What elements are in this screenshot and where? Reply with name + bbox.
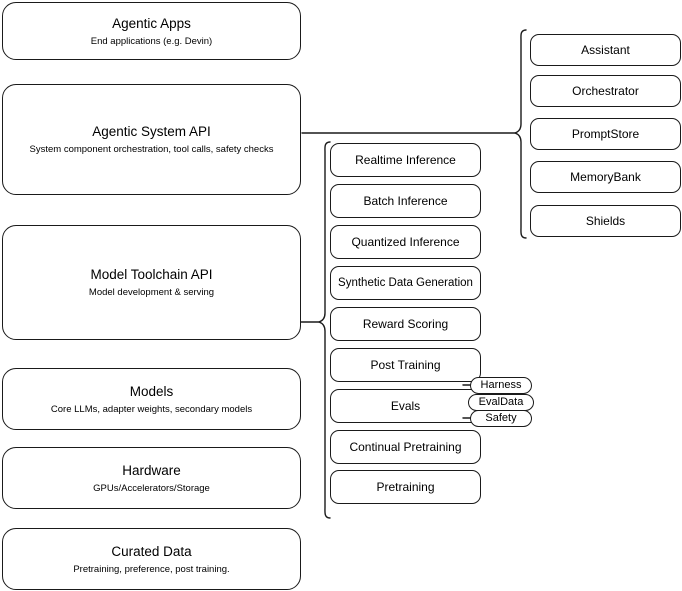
capability-pretraining[interactable]: Pretraining <box>330 470 481 504</box>
capability-quantized-inference[interactable]: Quantized Inference <box>330 225 481 259</box>
layer-models[interactable]: Models Core LLMs, adapter weights, secon… <box>2 368 301 430</box>
brace-system-components <box>514 29 527 239</box>
layer-agentic-apps[interactable]: Agentic Apps End applications (e.g. Devi… <box>2 2 301 60</box>
capability-realtime-inference[interactable]: Realtime Inference <box>330 143 481 177</box>
layer-subtitle: End applications (e.g. Devin) <box>90 35 213 47</box>
capability-label: Reward Scoring <box>362 316 449 331</box>
layer-title: Curated Data <box>111 543 192 559</box>
layer-title: Agentic Apps <box>112 15 191 31</box>
layer-subtitle: GPUs/Accelerators/Storage <box>93 482 210 494</box>
layer-title: Model Toolchain API <box>90 267 213 282</box>
capability-label: Quantized Inference <box>351 234 460 249</box>
component-assistant[interactable]: Assistant <box>530 34 681 66</box>
capability-batch-inference[interactable]: Batch Inference <box>330 184 481 218</box>
eval-pill-safety[interactable]: Safety <box>470 410 532 427</box>
capability-synthetic-data-generation[interactable]: Synthetic Data Generation <box>330 266 481 300</box>
capability-post-training[interactable]: Post Training <box>330 348 481 382</box>
eval-pill-label: Harness <box>480 379 522 391</box>
component-memorybank[interactable]: MemoryBank <box>530 161 681 193</box>
component-promptstore[interactable]: PromptStore <box>530 118 681 150</box>
component-label: MemoryBank <box>570 169 641 184</box>
component-label: Shields <box>585 213 626 228</box>
capability-label: Continual Pretraining <box>349 439 462 454</box>
layer-curated-data[interactable]: Curated Data Pretraining, preference, po… <box>2 528 301 590</box>
capability-label: Evals <box>390 398 421 413</box>
capability-label: Synthetic Data Generation <box>338 276 473 289</box>
component-label: PromptStore <box>571 126 640 141</box>
layer-subtitle: Pretraining, preference, post training. <box>73 563 230 575</box>
layer-title: Agentic System API <box>92 124 211 139</box>
layer-title: Hardware <box>122 462 181 478</box>
layer-agentic-system-api[interactable]: Agentic System API System component orch… <box>2 84 301 195</box>
layer-title: Models <box>129 383 174 399</box>
capability-continual-pretraining[interactable]: Continual Pretraining <box>330 430 481 464</box>
layer-subtitle: Core LLMs, adapter weights, secondary mo… <box>50 403 253 415</box>
capability-label: Realtime Inference <box>355 152 456 167</box>
component-label: Orchestrator <box>572 83 639 98</box>
layer-subtitle: Model development & serving <box>88 287 215 298</box>
capability-evals[interactable]: Evals <box>330 389 481 423</box>
component-shields[interactable]: Shields <box>530 205 681 237</box>
eval-pill-evaldata[interactable]: EvalData <box>468 394 534 411</box>
eval-pill-label: EvalData <box>478 396 524 408</box>
capability-label: Post Training <box>370 357 441 372</box>
layer-subtitle: System component orchestration, tool cal… <box>29 144 274 155</box>
layer-hardware[interactable]: Hardware GPUs/Accelerators/Storage <box>2 447 301 509</box>
layer-model-toolchain-api[interactable]: Model Toolchain API Model development & … <box>2 225 301 340</box>
eval-pill-label: Safety <box>485 412 517 424</box>
capability-label: Batch Inference <box>363 193 448 208</box>
component-orchestrator[interactable]: Orchestrator <box>530 75 681 107</box>
component-label: Assistant <box>581 42 630 57</box>
capability-label: Pretraining <box>376 479 435 494</box>
brace-toolchain-capabilities <box>318 141 331 519</box>
capability-reward-scoring[interactable]: Reward Scoring <box>330 307 481 341</box>
eval-pill-harness[interactable]: Harness <box>470 377 532 394</box>
